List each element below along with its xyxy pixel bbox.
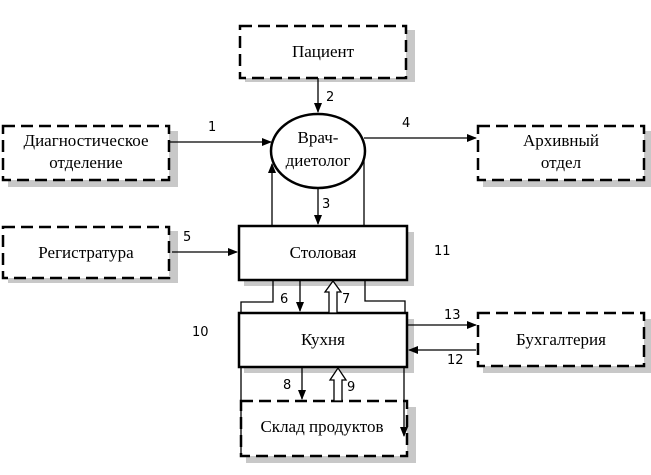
flow-label-10: 10 [192, 325, 209, 340]
node-canteen: Столовая [237, 224, 409, 282]
edge-10-top [240, 280, 274, 313]
flow-label-1: 1 [208, 120, 216, 135]
node-patient: Пациент [238, 24, 408, 80]
node-warehouse-label: Склад продуктов [260, 417, 383, 436]
flow-label-3: 3 [322, 197, 330, 212]
node-diagnostics: Диагностическое отделение [1, 124, 171, 182]
node-diagnostics-line1: Диагностическое [23, 131, 148, 150]
flow-label-2: 2 [326, 90, 334, 105]
node-warehouse: Склад продуктов [239, 399, 409, 458]
edge-7 [323, 279, 343, 314]
flow-label-6: 6 [280, 292, 288, 307]
node-canteen-label: Столовая [290, 243, 357, 262]
flow-label-12: 12 [447, 353, 464, 368]
node-patient-label: Пациент [292, 42, 355, 61]
node-doctor-line2: диетолог [286, 151, 351, 170]
node-archive-line2: отдел [541, 153, 582, 172]
edge-9 [328, 366, 348, 402]
flow-label-13: 13 [444, 308, 461, 323]
node-accounting: Бухгалтерия [476, 311, 646, 368]
node-diagnostics-line2: отделение [49, 153, 122, 172]
flow-label-7: 7 [342, 292, 350, 307]
node-registry-label: Регистратура [38, 243, 134, 262]
node-kitchen: Кухня [237, 311, 409, 369]
edge-11-top [364, 280, 406, 313]
flow-label-8: 8 [283, 378, 291, 393]
node-accounting-label: Бухгалтерия [516, 330, 606, 349]
node-registry: Регистратура [1, 225, 171, 280]
flow-label-5: 5 [183, 230, 191, 245]
node-doctor-line1: Врач- [298, 128, 339, 147]
node-kitchen-label: Кухня [301, 330, 345, 349]
node-archive: Архивный отдел [476, 124, 646, 182]
flow-label-4: 4 [402, 116, 410, 131]
flow-label-9: 9 [347, 380, 355, 395]
flow-label-11: 11 [434, 244, 451, 259]
node-doctor: Врач- диетолог [269, 112, 367, 190]
node-archive-line1: Архивный [523, 131, 599, 150]
